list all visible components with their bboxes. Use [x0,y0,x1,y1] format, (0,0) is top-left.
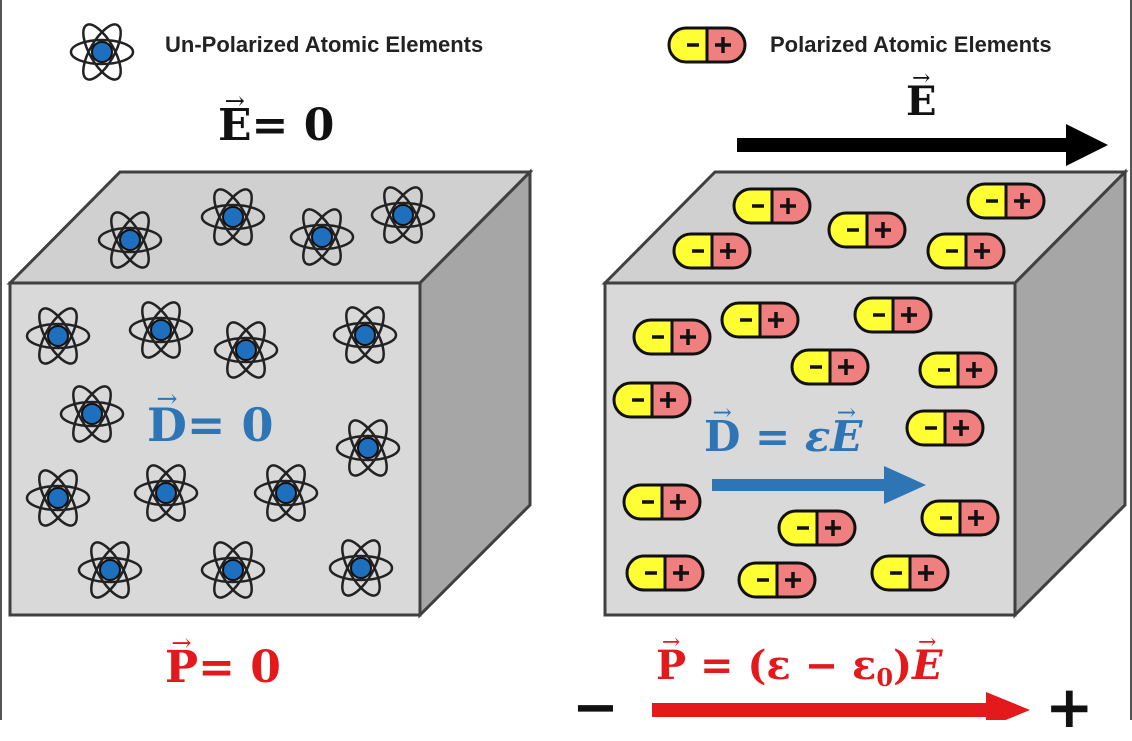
left-p-field-equation: P= 0 [165,646,281,690]
e-field-symbol: E [906,82,937,122]
right-p-field-equation: P = (ε − ε0)E [656,646,943,690]
dipole-icon [966,182,1046,220]
p-field-e-symbol: E [912,646,943,686]
d-field-mid: = ε [740,412,831,461]
p-field-arrow [652,692,1030,720]
d-field-e-symbol: E [830,416,862,458]
dipole-icon [870,554,950,592]
dipole-icon [853,296,933,334]
d-field-arrow [712,466,926,504]
plus-terminal: + [1045,673,1094,741]
dipole-icon [625,554,705,592]
e-field-rhs: = 0 [251,100,335,151]
p-field-close: ) [893,642,913,689]
p-field-symbol: P [165,646,198,690]
dipole-icon [926,232,1006,270]
e-field-symbol: E [218,104,252,148]
p-field-rhs: = 0 [198,642,281,693]
dipole-icon [920,499,1000,537]
right-e-field-label: E [906,82,937,122]
p-field-sub: 0 [876,663,894,693]
dipole-icon [790,348,870,386]
dipole-icon [720,301,800,339]
unpolarized-cube [6,168,534,619]
legend-polarized-label: Polarized Atomic Elements [770,32,1052,57]
dipole-icon [632,318,712,356]
dipole-icon [737,561,817,599]
dipole-icon [622,483,702,521]
dipole-icon [827,211,907,249]
left-d-field-equation: D= 0 [147,402,273,448]
legend-dipole-icon [667,26,747,64]
right-d-field-equation: D = εE [704,416,862,458]
dipole-icon [672,232,752,270]
left-e-field-equation: E= 0 [218,104,334,148]
p-field-symbol: P [656,646,686,686]
dipole-icon [905,409,985,447]
e-field-arrow [737,124,1108,166]
d-field-rhs: = 0 [186,398,274,452]
dipole-icon [777,509,857,547]
d-field-symbol: D [704,416,740,458]
legend-unpolarized-label: Un-Polarized Atomic Elements [165,32,484,57]
dipole-icon [612,381,692,419]
p-field-mid: = (ε − ε [686,642,877,689]
d-field-symbol: D [147,402,187,448]
legend-atom-icon [69,17,135,87]
dipole-icon [732,187,812,225]
minus-terminal: − [572,675,619,740]
dipole-icon [918,351,998,389]
